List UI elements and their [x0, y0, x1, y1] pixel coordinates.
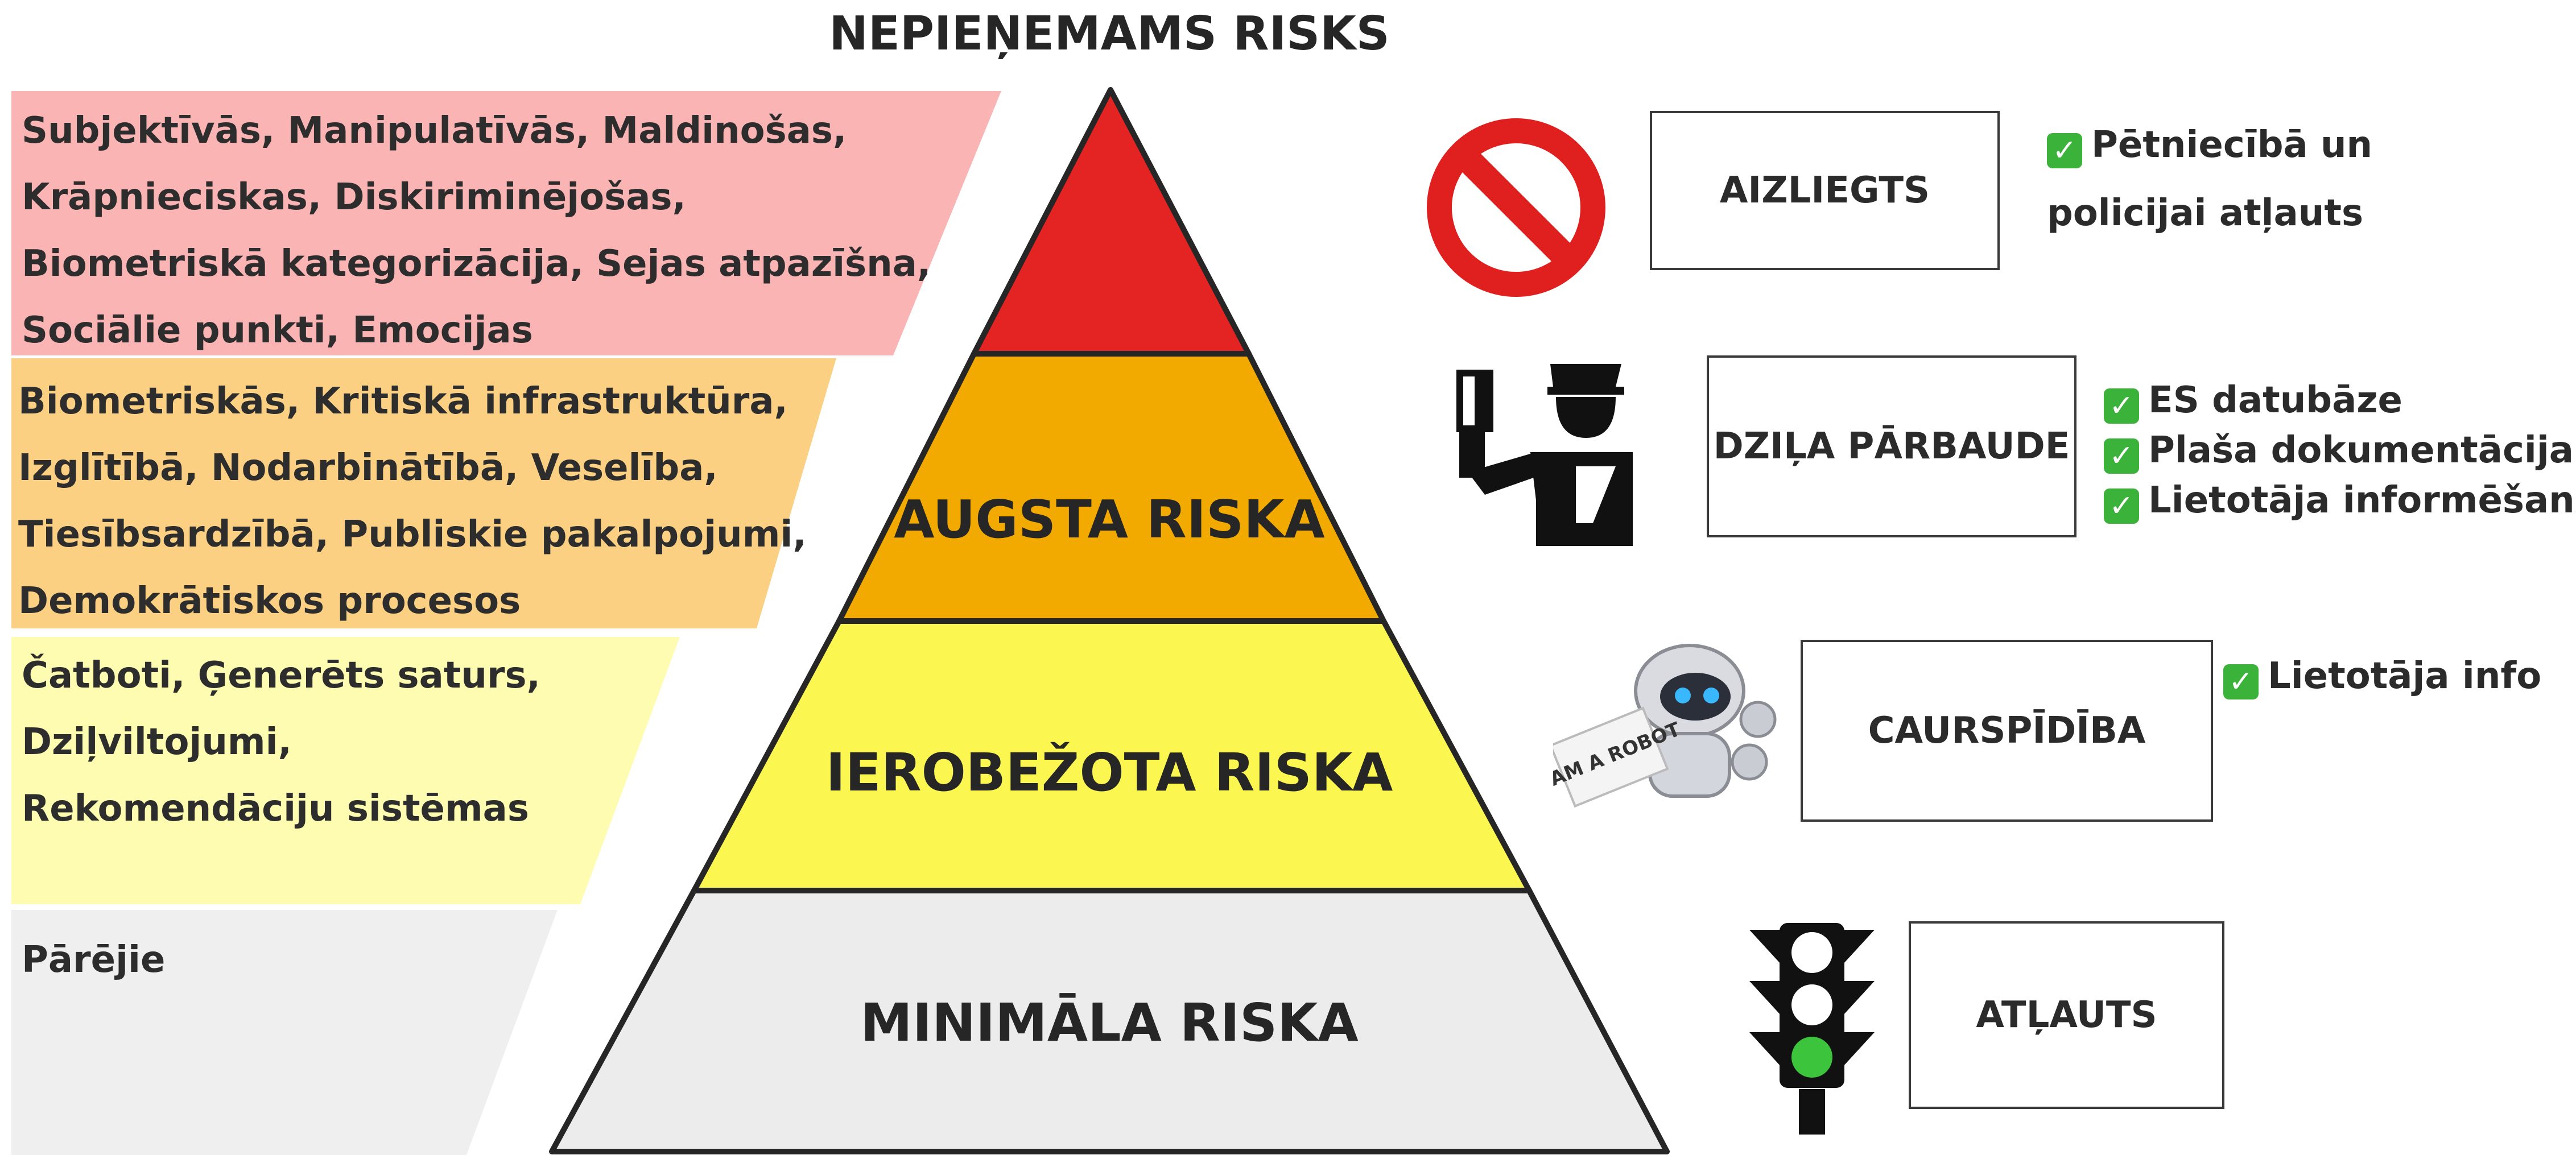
note-item: ✓ Lietotāja info [2223, 651, 2541, 701]
action-box-deep-check: DZIĻA PĀRBAUDE [1707, 355, 2077, 537]
inspector-icon [1456, 364, 1633, 546]
examples-high: Biometriskās, Kritiskā infrastruktūra, I… [18, 369, 807, 635]
band-unacceptable [11, 91, 1001, 355]
example-line: Dziļviltojumi, [22, 721, 292, 763]
band-limited [11, 637, 680, 904]
examples-unacceptable: Subjektīvās, Manipulatīvās, Maldinošas, … [22, 98, 931, 364]
pyramid-tier-high [836, 351, 1386, 624]
note-text: Lietotāja info [2268, 655, 2542, 697]
example-line: Demokrātiskos procesos [18, 580, 521, 622]
example-line: Biometriskā kategorizācija, Sejas atpazī… [22, 243, 931, 285]
action-label: DZIĻA PĀRBAUDE [1713, 425, 2070, 467]
check-mark-icon: ✓ [2104, 388, 2139, 424]
examples-minimal: Pārējie [22, 927, 165, 993]
note-item: ✓ES datubāze [2104, 375, 2576, 425]
example-line: Rekomendāciju sistēmas [22, 788, 529, 830]
example-line: Izglītībā, Nodarbinātībā, Veselība, [18, 447, 718, 489]
pyramid-tier-unacceptable [971, 87, 1252, 357]
action-box-prohibited: AIZLIEGTS [1650, 111, 2000, 270]
traffic-light-icon [1749, 923, 1875, 1135]
note-text: Lietotāja informēšana [2148, 479, 2576, 521]
pyramid-title: NEPIEŅEMAMS RISKS [829, 7, 1390, 61]
action-box-allowed: ATĻAUTS [1909, 921, 2224, 1109]
action-box-transparency: CAURSPĪDĪBA [1801, 640, 2213, 822]
example-line: Tiesībsardzībā, Publiskie pakalpojumi, [18, 514, 807, 556]
notes-transparency: ✓ Lietotāja info [2223, 651, 2541, 701]
action-label: ATĻAUTS [1976, 994, 2157, 1036]
check-mark-icon: ✓ [2223, 664, 2259, 699]
note-text: Plaša dokumentācija [2148, 429, 2574, 471]
robot-icon: I AM A ROBOT [1553, 644, 1777, 808]
check-mark-icon: ✓ [2104, 489, 2139, 524]
note-text: ES datubāze [2148, 379, 2402, 421]
tier-label-high: AUGSTA RISKA [894, 489, 1325, 550]
notes-deep-check: ✓ES datubāze ✓Plaša dokumentācija ✓Lieto… [2104, 375, 2576, 525]
band-high [11, 358, 836, 628]
action-label: AIZLIEGTS [1719, 169, 1930, 212]
prohibited-icon [1427, 118, 1605, 297]
examples-limited: Čatboti, Ģenerēts saturs, Dziļviltojumi,… [22, 643, 540, 842]
tier-label-minimal: MINIMĀLA RISKA [860, 992, 1359, 1053]
check-mark-icon: ✓ [2047, 133, 2082, 168]
note-item: ✓Plaša dokumentācija [2104, 425, 2576, 475]
pyramid-tier-minimal [549, 888, 1670, 1154]
example-line: Biometriskās, Kritiskā infrastruktūra, [18, 380, 788, 423]
example-line: Sociālie punkti, Emocijas [22, 309, 533, 351]
note-text: policijai atļauts [2047, 192, 2364, 234]
notes-prohibited: ✓ Pētniecībā un policijai atļauts [2047, 111, 2372, 247]
band-minimal [11, 910, 558, 1155]
example-line: Subjektīvās, Manipulatīvās, Maldinošas, [22, 110, 847, 152]
note-text: Pētniecībā un [2091, 124, 2373, 166]
check-mark-icon: ✓ [2104, 438, 2139, 474]
example-line: Čatboti, Ģenerēts saturs, [22, 655, 540, 697]
note-item: ✓ Pētniecībā un [2047, 111, 2372, 179]
example-line: Pārējie [22, 939, 166, 981]
example-line: Krāpnieciskas, Diskiriminējošas, [22, 176, 686, 218]
note-item: policijai atļauts [2047, 179, 2372, 247]
tier-label-limited: IEROBEŽOTA RISKA [825, 742, 1393, 803]
action-label: CAURSPĪDĪBA [1868, 710, 2146, 752]
note-item: ✓ Lietotāja informēšana [2104, 475, 2576, 525]
